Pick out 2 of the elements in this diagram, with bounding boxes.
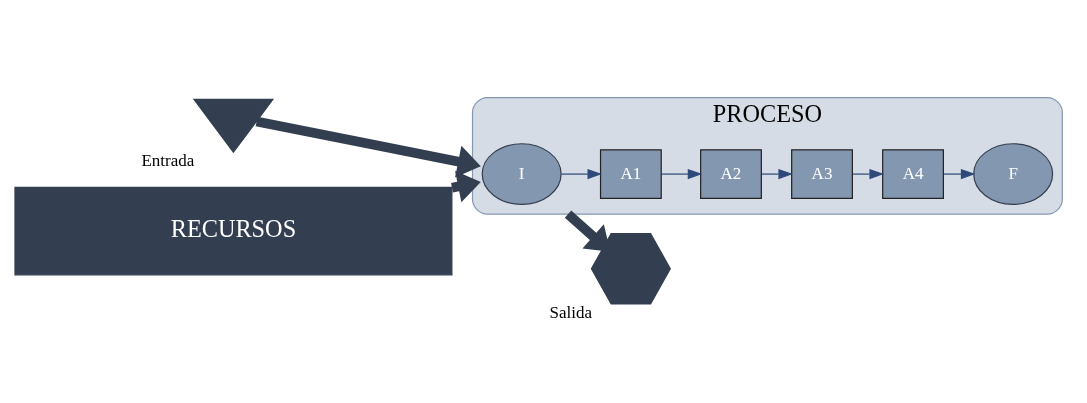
node-label: Entrada [141,150,195,170]
node-label: Salida [549,302,593,322]
